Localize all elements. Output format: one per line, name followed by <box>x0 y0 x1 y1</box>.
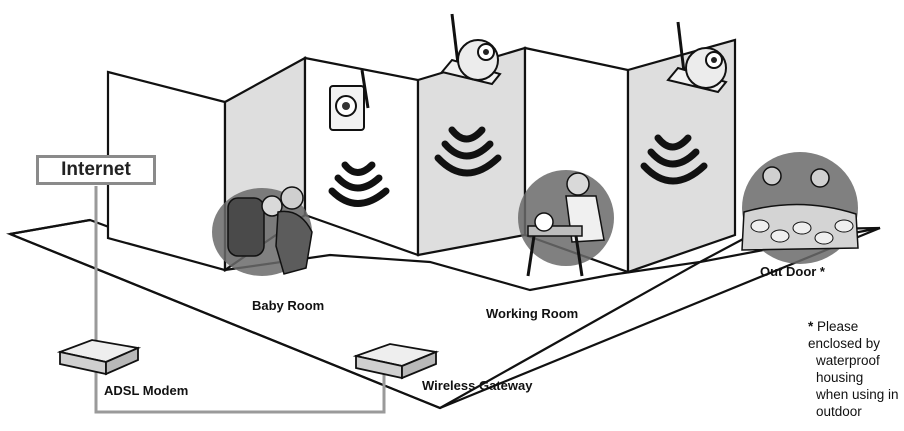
note-line-1: Please enclosed by <box>808 319 881 351</box>
outdoor-note: * Please enclosed by waterproof housing … <box>808 318 904 420</box>
wifi-waves-icon <box>640 134 708 185</box>
box-camera-icon <box>329 69 370 131</box>
working-room-label: Working Room <box>486 306 579 321</box>
floor-edge-front <box>9 232 441 410</box>
baby-room-label: Baby Room <box>252 298 325 313</box>
internet-label: Internet <box>61 159 131 180</box>
baby-room-scene <box>212 186 313 276</box>
wireless-gateway-label: Wireless Gateway <box>422 378 533 393</box>
wifi-waves-icon <box>434 126 502 177</box>
note-asterisk: * <box>808 319 814 334</box>
working-room-scene <box>518 170 614 277</box>
ptz-camera-icon <box>440 13 502 86</box>
wireless-gateway-icon <box>352 343 440 380</box>
ptz-camera-icon <box>666 21 728 94</box>
outdoor-label: Out Door * <box>760 264 825 279</box>
adsl-modem-label: ADSL Modem <box>104 383 189 398</box>
floor-edge-left <box>9 218 91 236</box>
wifi-waves-icon <box>328 161 390 207</box>
note-line-3: when using in outdoor <box>816 387 899 419</box>
internet-box: Internet <box>36 155 156 185</box>
outdoor-scene <box>741 152 859 264</box>
adsl-modem-icon <box>56 339 142 376</box>
modem-gateway-cable <box>94 372 386 414</box>
note-line-2: waterproof housing <box>816 353 880 385</box>
